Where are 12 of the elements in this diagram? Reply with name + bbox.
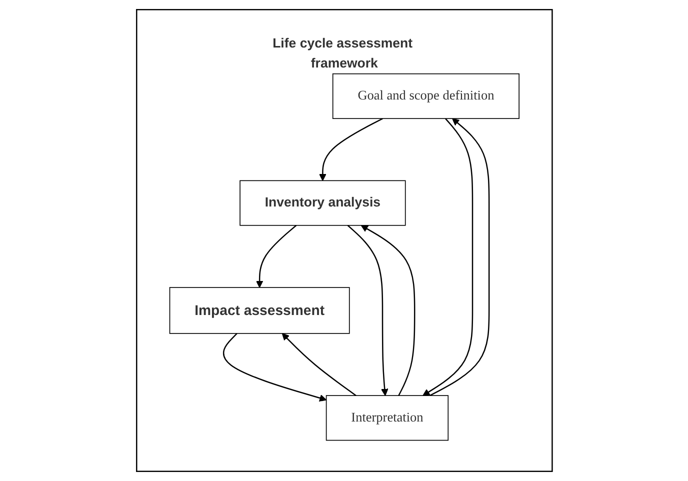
node-box: Goal and scope definition xyxy=(332,73,520,119)
arrow xyxy=(346,224,388,396)
arrow xyxy=(256,224,296,288)
arrow xyxy=(429,118,490,396)
node-box: Impact assessment xyxy=(168,287,350,334)
node-box: Inventory analysis xyxy=(239,180,406,226)
arrow xyxy=(360,225,415,396)
arrow xyxy=(222,333,326,402)
node-box: Interpretation xyxy=(325,395,448,441)
arrow xyxy=(422,118,473,396)
arrow xyxy=(281,333,356,396)
arrow xyxy=(318,118,383,181)
